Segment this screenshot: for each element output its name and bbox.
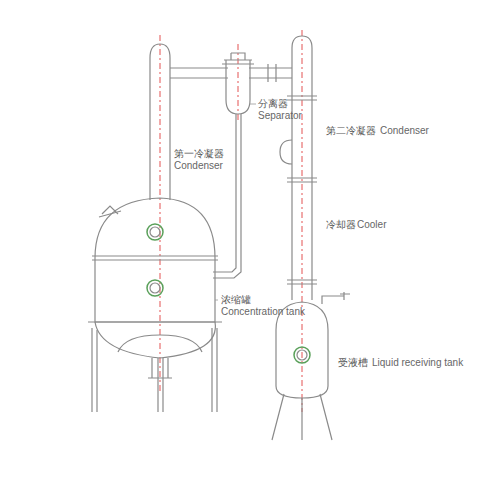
side-pipe <box>322 292 350 304</box>
bottom-outlet <box>148 358 172 378</box>
part-label: 冷却器 <box>326 219 356 231</box>
tank-jacket <box>88 322 222 358</box>
separator-cap <box>222 53 254 64</box>
part-label: 浓缩罐 <box>221 294 251 306</box>
part-label: Concentration tank <box>221 306 305 318</box>
part-label: 第二冷凝器 <box>326 125 376 137</box>
first-condenser <box>150 44 170 200</box>
separator <box>224 60 252 114</box>
tank-legs <box>92 328 217 412</box>
receiver-legs <box>272 394 332 440</box>
return-pipe <box>213 114 241 278</box>
tank-bottom <box>118 335 202 352</box>
part-label: Separator <box>258 110 302 122</box>
second-condenser <box>292 36 312 300</box>
column-flanges <box>287 96 317 284</box>
sight-glass <box>294 347 310 363</box>
vapour-pipe <box>170 68 292 78</box>
part-label: 第一冷凝器 <box>174 148 224 160</box>
pipe-flange <box>268 64 276 82</box>
part-label: Condenser <box>380 125 429 137</box>
part-label: 受液槽 <box>338 357 368 369</box>
part-label: Liquid receiving tank <box>372 357 463 369</box>
part-label: Condenser <box>174 160 223 172</box>
tank-band <box>92 256 218 260</box>
sight-glass <box>147 224 163 296</box>
manhole <box>99 206 121 217</box>
part-label: 分离器 <box>258 98 288 110</box>
part-label: Cooler <box>357 219 386 231</box>
cooler-bend <box>280 140 292 164</box>
leader-line <box>215 104 256 300</box>
